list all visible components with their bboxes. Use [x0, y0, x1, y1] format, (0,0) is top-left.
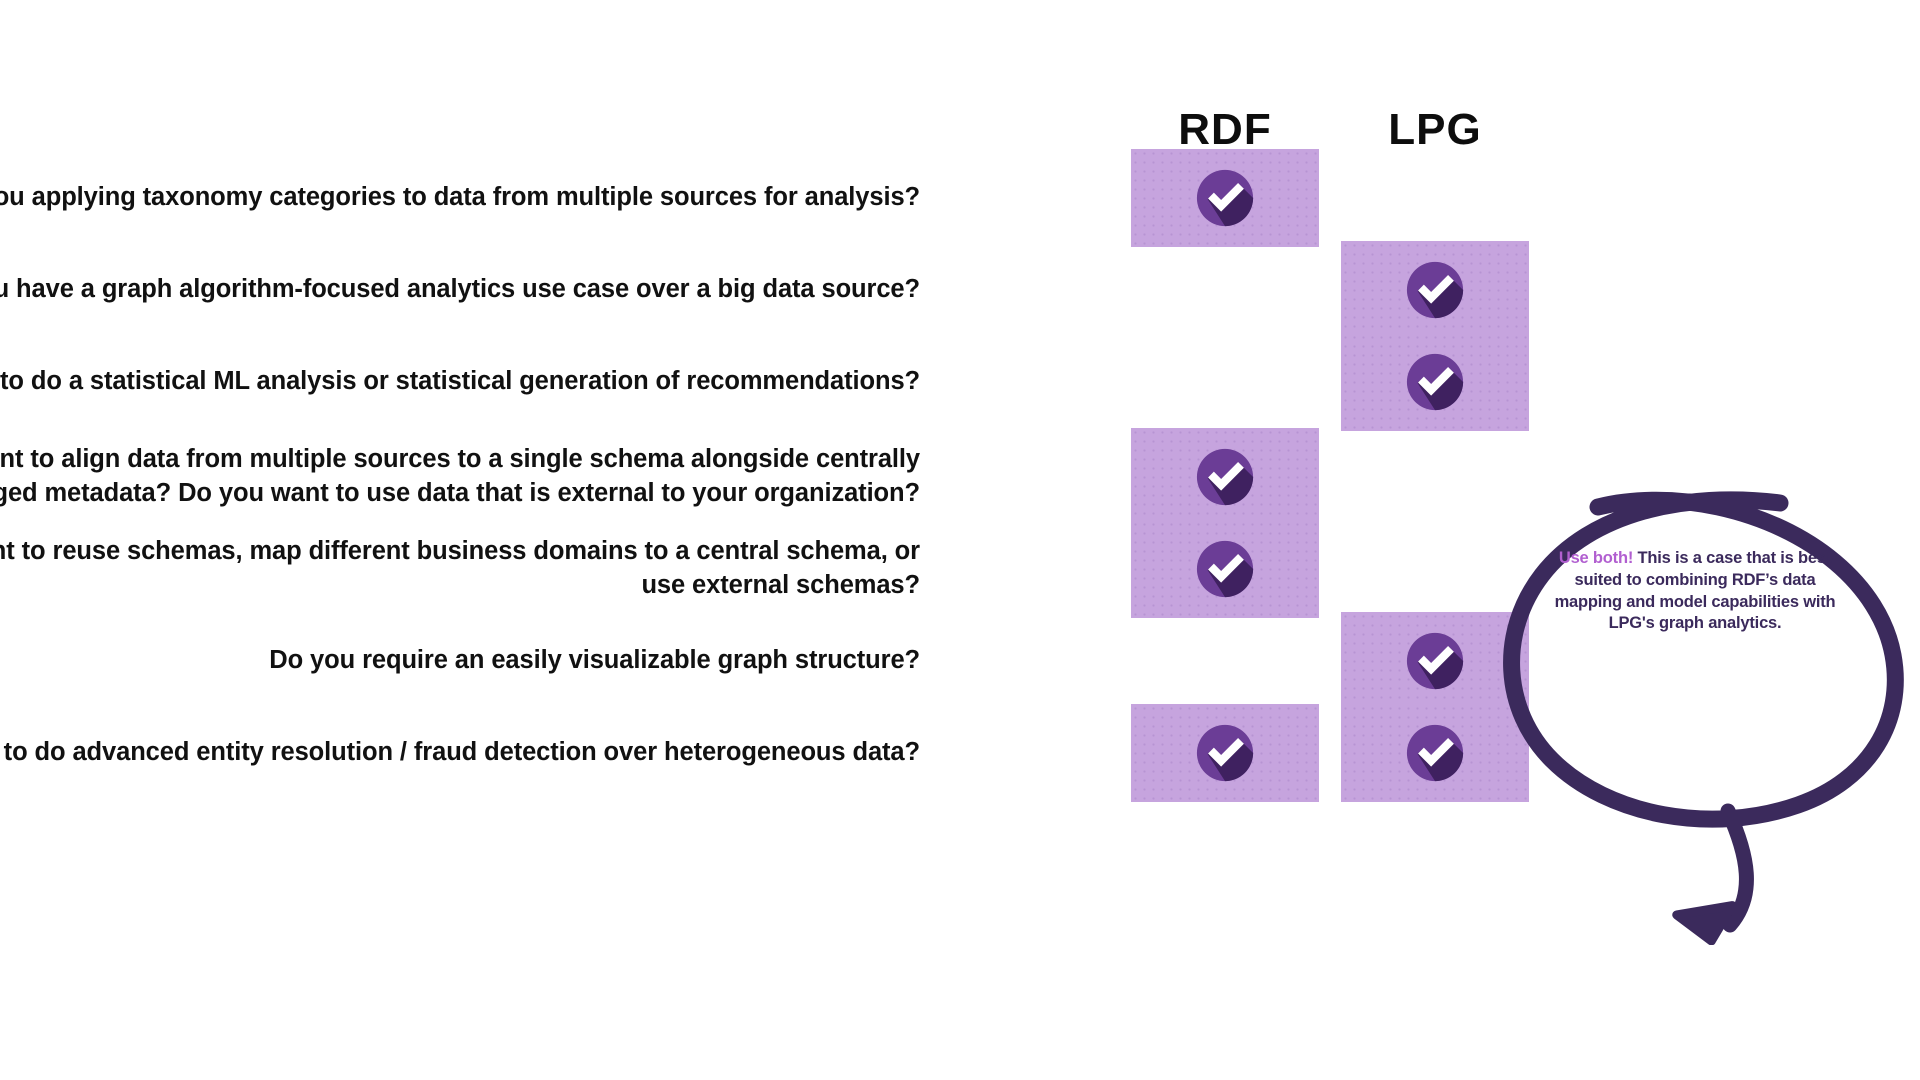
answer-cell-rdf	[1131, 704, 1319, 802]
answer-cell-lpg	[1341, 704, 1529, 802]
answer-cell-rdf	[1131, 520, 1319, 618]
matrix-row: Do you require an easily visualizable gr…	[0, 611, 1920, 711]
check-circle-icon	[1404, 722, 1466, 784]
question-text: Are you trying to do a statistical ML an…	[0, 367, 920, 396]
check-circle-icon	[1404, 351, 1466, 413]
callout-text: Use both! This is a case that is best su…	[1545, 548, 1845, 635]
question-text: Do you want to reuse schemas, map differ…	[0, 537, 920, 599]
check-circle-icon	[1194, 446, 1256, 508]
question-text: Do you want to align data from multiple …	[0, 445, 920, 507]
answer-cell-rdf	[1131, 149, 1319, 247]
answer-cell-lpg	[1341, 241, 1529, 339]
question-text: Are you applying taxonomy categories to …	[0, 183, 920, 212]
column-header-lpg: LPG	[1388, 105, 1482, 154]
question-text: Do you want to do advanced entity resolu…	[0, 738, 920, 767]
matrix-row: Do you want to align data from multiple …	[0, 427, 1920, 527]
check-circle-icon	[1194, 167, 1256, 229]
answer-cell-rdf	[1131, 428, 1319, 526]
check-circle-icon	[1404, 259, 1466, 321]
check-circle-icon	[1194, 722, 1256, 784]
matrix-row: Do you want to do advanced entity resolu…	[0, 703, 1920, 803]
matrix-row: Do you have a graph algorithm-focused an…	[0, 240, 1920, 340]
check-circle-icon	[1404, 630, 1466, 692]
column-header-rdf: RDF	[1178, 105, 1272, 154]
check-circle-icon	[1194, 538, 1256, 600]
callout-lead: Use both!	[1558, 549, 1634, 567]
question-text: Do you have a graph algorithm-focused an…	[0, 275, 920, 304]
question-text: Do you require an easily visualizable gr…	[269, 646, 920, 675]
matrix-row: Do you want to reuse schemas, map differ…	[0, 519, 1920, 619]
answer-cell-lpg	[1341, 333, 1529, 431]
callout-body: This is a case that is best suited to co…	[1554, 549, 1836, 633]
answer-cell-lpg	[1341, 612, 1529, 710]
matrix-row: Are you trying to do a statistical ML an…	[0, 332, 1920, 432]
matrix-row: Are you applying taxonomy categories to …	[0, 148, 1920, 248]
